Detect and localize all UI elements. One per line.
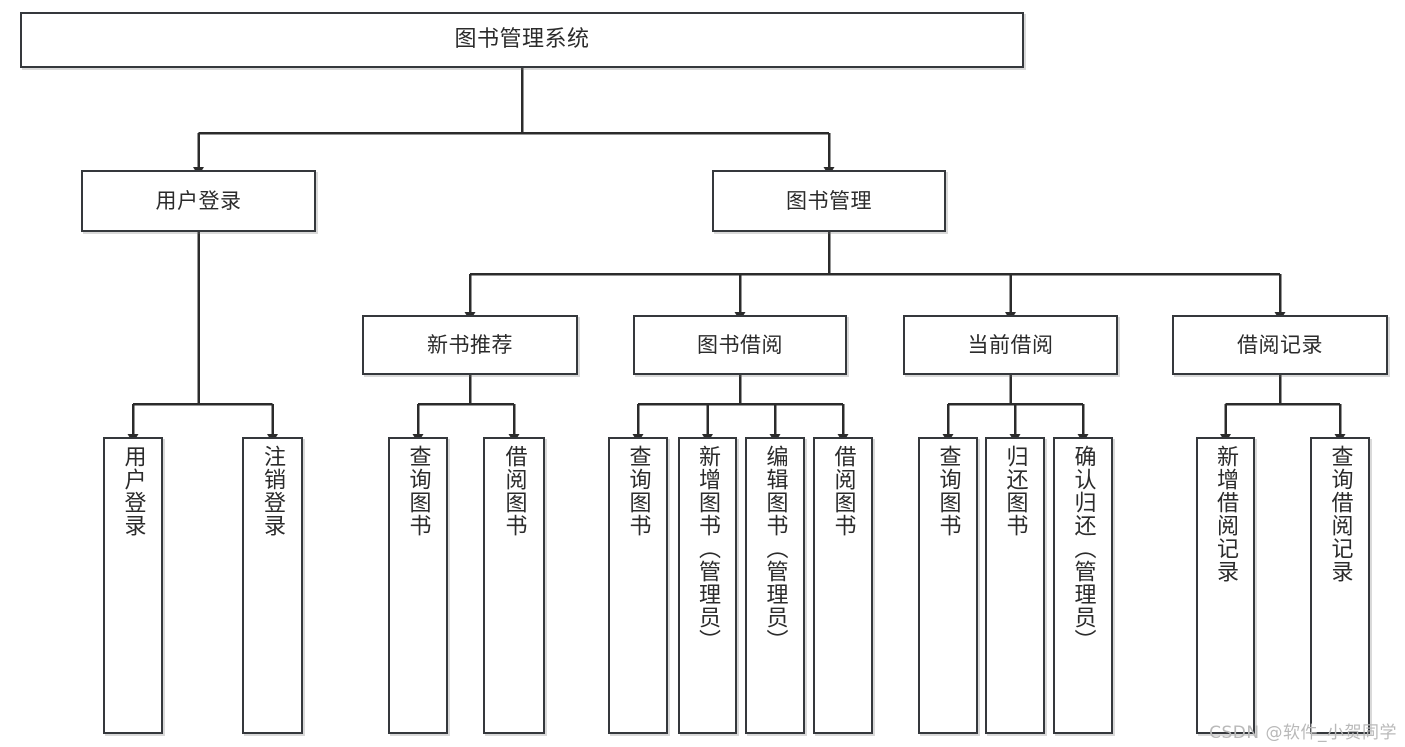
node-bookmgmt[interactable]: 图书管理 bbox=[712, 170, 946, 232]
edge-paths bbox=[127, 68, 1346, 443]
node-leaf-4[interactable]: 借阅图书 bbox=[483, 437, 545, 734]
node-label: 用户登录 bbox=[120, 445, 146, 537]
node-leaf-6[interactable]: 新增图书（管理员） bbox=[678, 437, 737, 734]
node-leaf-9[interactable]: 查询图书 bbox=[918, 437, 978, 734]
node-leaf-13[interactable]: 查询借阅记录 bbox=[1310, 437, 1370, 734]
node-leaf-5[interactable]: 查询图书 bbox=[608, 437, 668, 734]
node-label: 图书借阅 bbox=[697, 332, 783, 357]
node-root[interactable]: 图书管理系统 bbox=[20, 12, 1024, 68]
node-label: 确认归还（管理员） bbox=[1070, 445, 1096, 652]
watermark-label: CSDN @软件_小贺同学 bbox=[1209, 723, 1397, 743]
node-label: 查询借阅记录 bbox=[1327, 445, 1353, 583]
node-leaf-8[interactable]: 借阅图书 bbox=[813, 437, 873, 734]
node-current[interactable]: 当前借阅 bbox=[903, 315, 1118, 375]
node-leaf-11[interactable]: 确认归还（管理员） bbox=[1053, 437, 1113, 734]
node-label: 注销登录 bbox=[260, 445, 286, 537]
node-label: 查询图书 bbox=[625, 445, 651, 537]
node-leaf-10[interactable]: 归还图书 bbox=[985, 437, 1045, 734]
node-label: 借阅记录 bbox=[1237, 332, 1323, 357]
node-label: 新增图书（管理员） bbox=[695, 445, 721, 652]
node-label: 图书管理系统 bbox=[454, 27, 590, 53]
node-label: 编辑图书（管理员） bbox=[762, 445, 788, 652]
node-leaf-1[interactable]: 用户登录 bbox=[103, 437, 163, 734]
node-label: 图书管理 bbox=[786, 188, 872, 213]
node-leaf-7[interactable]: 编辑图书（管理员） bbox=[745, 437, 805, 734]
node-leaf-12[interactable]: 新增借阅记录 bbox=[1196, 437, 1255, 734]
node-label: 当前借阅 bbox=[967, 332, 1054, 357]
node-label: 用户登录 bbox=[155, 188, 242, 213]
node-newbook[interactable]: 新书推荐 bbox=[362, 315, 578, 375]
node-login[interactable]: 用户登录 bbox=[81, 170, 316, 232]
node-records[interactable]: 借阅记录 bbox=[1172, 315, 1388, 375]
node-label: 借阅图书 bbox=[501, 445, 527, 537]
node-label: 归还图书 bbox=[1002, 445, 1028, 537]
node-leaf-2[interactable]: 注销登录 bbox=[242, 437, 303, 734]
node-label: 新增借阅记录 bbox=[1213, 445, 1239, 583]
node-label: 查询图书 bbox=[405, 445, 431, 537]
node-label: 查询图书 bbox=[935, 445, 961, 537]
node-borrow[interactable]: 图书借阅 bbox=[633, 315, 847, 375]
node-leaf-3[interactable]: 查询图书 bbox=[388, 437, 448, 734]
node-label: 借阅图书 bbox=[830, 445, 856, 537]
node-label: 新书推荐 bbox=[427, 332, 513, 357]
